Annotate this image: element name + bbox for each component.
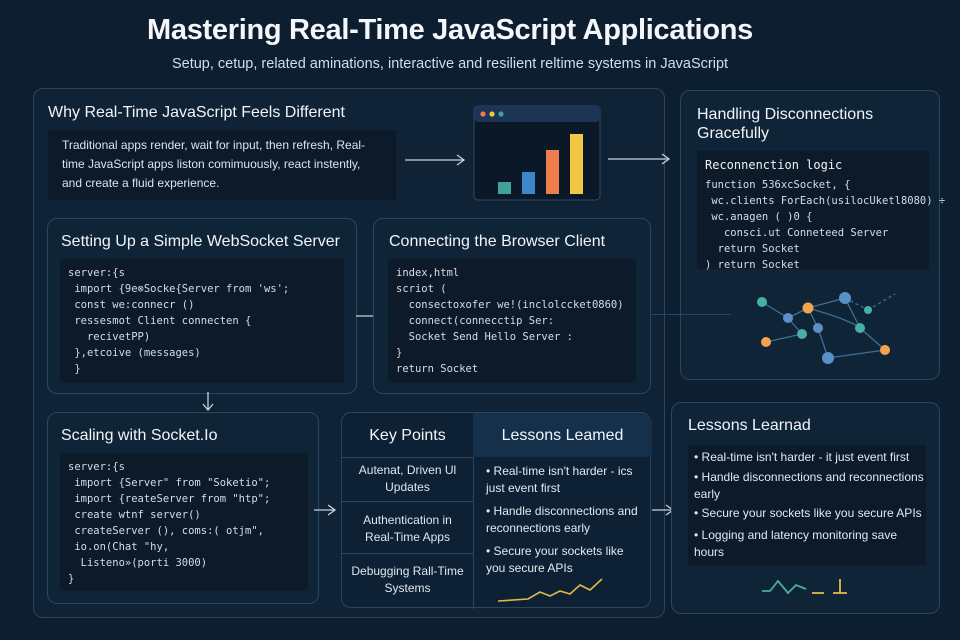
code-line: function 536xcSocket, { [705, 179, 851, 191]
browser-client-title: Connecting the Browser Client [389, 233, 606, 250]
browser-chart-icon [473, 105, 601, 201]
code-line: consectoxofer we!(inclolccket0860) [396, 299, 624, 311]
lesson-item: • Real-time isn't harder - it just event… [694, 450, 910, 464]
arrow-right-icon [608, 152, 672, 171]
disconnections-card: Handling Disconnections Gracefully Recon… [680, 90, 946, 380]
keypoints-header: Key Points [369, 427, 446, 444]
trend-line-icon [497, 578, 608, 610]
bar-icon-mark [570, 134, 583, 194]
lesson-item: • Logging and latency monitoring save ho… [694, 528, 898, 559]
code-line: scriot ( [396, 283, 447, 295]
code-line: import {9e⊗Socke{Server from 'ws'; [68, 283, 290, 295]
code-line: create wtnf server() [68, 509, 201, 521]
keypoint-item: Debugging Rall-Time Systems [351, 564, 464, 595]
code-line: return Socket [396, 363, 479, 375]
arrow-right-icon [314, 503, 338, 522]
code-line: Socket Send Hello Server : [396, 331, 574, 343]
lessons-title: Lessons Learnad [688, 417, 811, 434]
websocket-title: Setting Up a Simple WebSocket Server [61, 233, 340, 250]
code-line: ressesmot Client connecten { [68, 315, 252, 327]
keypoint-item: Authentication in Real-Time Apps [363, 513, 452, 544]
lesson-text: Real-time isn't harder - ics just event … [486, 464, 633, 495]
why-title: Why Real-Time JavaScript Feels Different [48, 104, 345, 121]
lesson-bullet: • Real-time isn't harder - ics just even… [486, 464, 633, 495]
code-line: server:{s [68, 461, 125, 473]
why-line-2: time JavaScript apps liston comimuously,… [62, 157, 361, 171]
code-line: import {reateServer from "htp"; [68, 493, 271, 505]
disconnections-title: Handling Disconnections Gracefully [697, 105, 873, 143]
lesson-item: • Handle disconnections and reconnection… [694, 470, 924, 501]
code-line: ) return Socket [705, 259, 800, 271]
table-divider [473, 413, 474, 609]
reconnection-code-title: Reconnenction logic [705, 158, 843, 172]
lesson-text: Secure your sockets like you secure APIs [701, 506, 922, 520]
connector-line [651, 314, 731, 315]
browser-client-code: index,html scriot ( consectoxofer we!(inc… [388, 259, 636, 383]
code-line: } [68, 363, 81, 375]
arrow-down-icon [201, 392, 215, 417]
code-line: io.on(Chat "hy, [68, 541, 170, 553]
signal-wave-icon [762, 577, 852, 606]
code-line: const we:connecr () [68, 299, 195, 311]
bar-icon-mark [546, 150, 559, 194]
lesson-text: Logging and latency monitoring save hour… [694, 528, 898, 559]
lessons-header-bg [473, 413, 652, 457]
code-line: connect(connecctip Ser: [396, 315, 555, 327]
bar-icon-mark [498, 182, 511, 194]
websocket-code: server:{s import {9e⊗Socke{Server from '… [60, 259, 344, 383]
why-line-1: Traditional apps render, wait for input,… [62, 138, 366, 152]
table-divider [342, 553, 473, 554]
lesson-text: Real-time isn't harder - it just event f… [701, 450, 910, 464]
disconnections-title-line: Handling Disconnections [697, 106, 874, 123]
code-line: } [68, 573, 75, 585]
code-line: index,html [396, 267, 460, 279]
websocket-card: Setting Up a Simple WebSocket Server ser… [47, 218, 357, 394]
code-line: import {Server" from "Soketio"; [68, 477, 271, 489]
reconnection-code: Reconnenction logic function 536xcSocket,… [697, 151, 946, 271]
lessons-list: • Real-time isn't harder - it just event… [688, 445, 926, 565]
lesson-text: Secure your sockets like you secure APIs [486, 544, 624, 575]
bar-icon-mark [522, 172, 535, 194]
browser-client-card: Connecting the Browser Client index,html… [373, 218, 651, 394]
code-line: } [396, 347, 403, 359]
arrow-right-icon [405, 152, 467, 170]
table-divider [342, 457, 473, 458]
lesson-text: Handle disconnections and reconnections … [694, 470, 924, 501]
lesson-text: Handle disconnections and reconnections … [486, 504, 638, 535]
keypoint-item: Autenat, Driven Ul Updates [358, 463, 457, 494]
socketio-title: Scaling with Socket.Io [61, 427, 218, 444]
page-title: Mastering Real-Time JavaScript Applicati… [147, 14, 753, 46]
code-line: consci.ut Conneteed Server [705, 227, 889, 239]
code-line: },etcoive (messages) [68, 347, 201, 359]
socketio-code: server:{s import {Server" from "Soketio"… [60, 453, 308, 591]
keypoints-table: Key Points Lessons Leamed Autenat, Drive… [341, 412, 652, 610]
code-line: Listeno»(porti 3000) [68, 557, 208, 569]
lesson-bullet: • Secure your sockets like you secure AP… [486, 544, 624, 575]
code-line: return Socket [705, 243, 800, 255]
lesson-item: • Secure your sockets like you secure AP… [694, 506, 922, 520]
lessons-card: Lessons Learnad • Real-time isn't harder… [671, 402, 940, 614]
code-line: createServer (), coms:( otjm", [68, 525, 264, 537]
code-line: recivetPP) [68, 331, 151, 343]
network-nodes-icon [740, 280, 940, 380]
code-line: server:{s [68, 267, 125, 279]
table-divider [342, 501, 473, 502]
why-line-3: and create a fluid experience. [62, 176, 220, 190]
disconnections-title-line: Gracefully [697, 125, 770, 142]
lessons-header: Lessons Leamed [501, 427, 624, 444]
why-description: Traditional apps render, wait for input,… [48, 130, 396, 200]
lesson-bullet: • Handle disconnections and reconnection… [486, 504, 638, 535]
code-line: wc.anagen ( )0 { [705, 211, 813, 223]
page-subtitle: Setup, cetup, related aminations, intera… [171, 56, 729, 72]
code-line: wc.clients ForEach(usilocUketl8080) ÷ [705, 195, 946, 207]
socketio-card: Scaling with Socket.Io server:{s import … [47, 412, 319, 604]
